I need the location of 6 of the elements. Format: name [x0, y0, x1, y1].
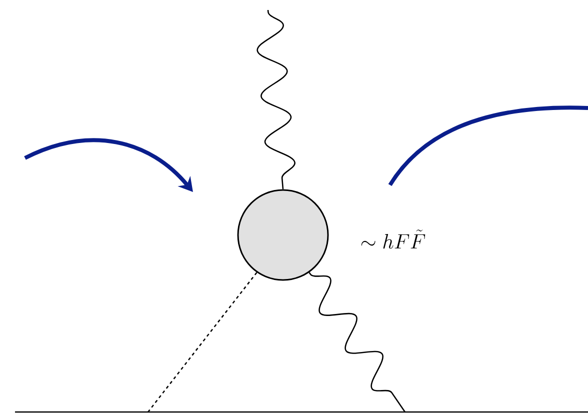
wavy-line [308, 272, 406, 412]
baseline [15, 411, 588, 413]
formula-label: $\sim hF\tilde{F}$ [361, 230, 426, 249]
dotted-line [148, 272, 258, 412]
wavy-line [256, 10, 296, 190]
blob-circle [237, 189, 329, 281]
